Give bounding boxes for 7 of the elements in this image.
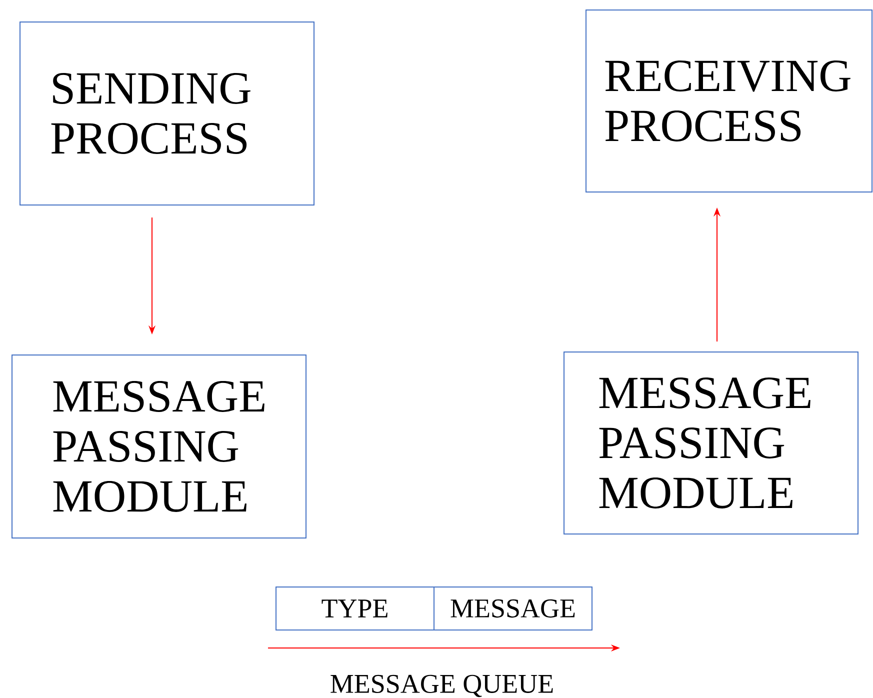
module-box: MESSAGE PASSING MODULE (12, 354, 306, 538)
module-box: MESSAGE PASSING MODULE (564, 352, 858, 534)
table-cell: MESSAGE (434, 586, 592, 630)
queue-label: MESSAGE QUEUE (330, 674, 553, 698)
process-box: SENDING PROCESS (20, 22, 314, 206)
process-box: RECEIVING PROCESS (586, 10, 872, 192)
table-cell: TYPE (276, 586, 434, 630)
